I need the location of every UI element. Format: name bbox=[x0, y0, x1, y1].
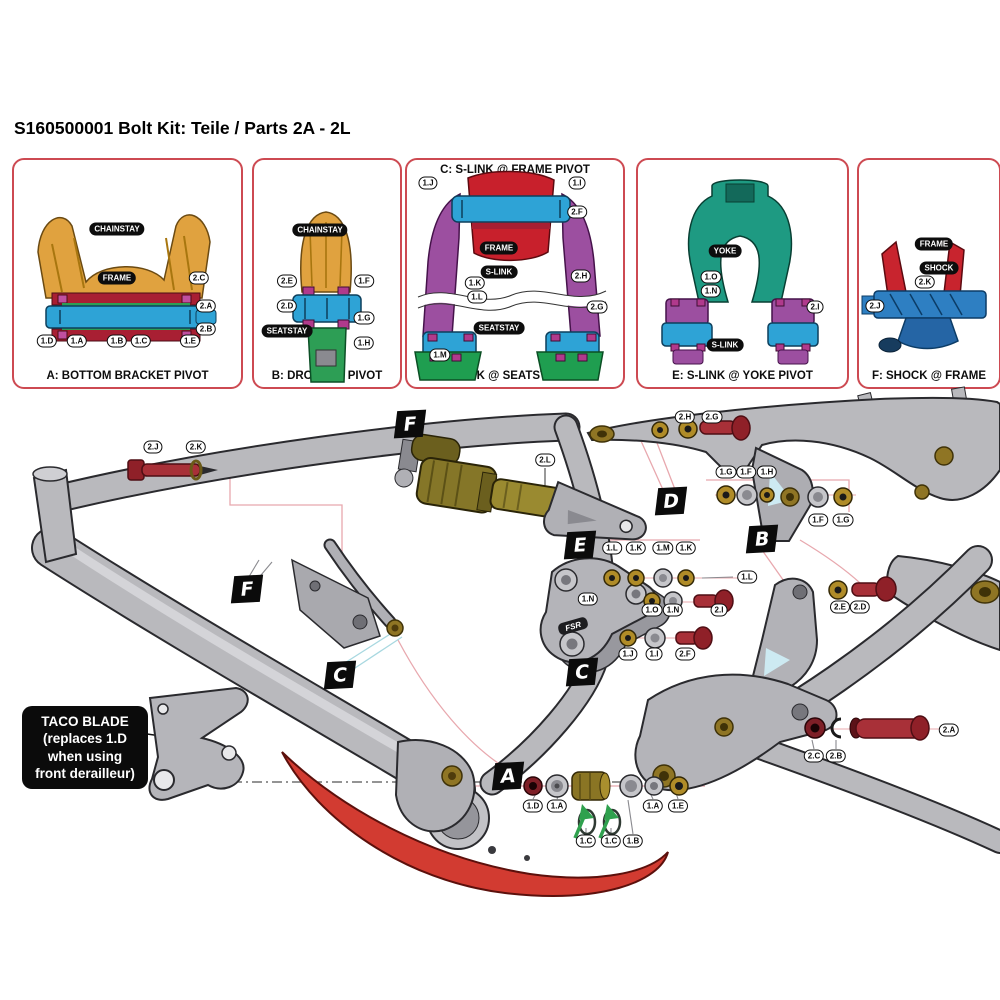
label-1-a: 1.A bbox=[66, 334, 88, 348]
callout-2-a: 2.A bbox=[938, 723, 960, 737]
callout-1-n: 1.N bbox=[577, 592, 599, 606]
label-1-b: 1.B bbox=[106, 334, 128, 348]
label-chainstay: CHAINSTAY bbox=[89, 222, 145, 236]
chainstay-rocker-assembly bbox=[634, 545, 1000, 854]
shock-bolt-hardware bbox=[127, 459, 218, 481]
callout-1-a: 1.A bbox=[546, 799, 568, 813]
label-2-b: 2.B bbox=[195, 322, 217, 336]
rear-shock bbox=[394, 433, 647, 541]
label-frame: FRAME bbox=[914, 237, 954, 251]
label-1-l: 1.L bbox=[467, 290, 487, 304]
taco-blade-note: TACO BLADE (replaces 1.D when using fron… bbox=[22, 706, 148, 790]
section-marker-e: E bbox=[563, 530, 597, 560]
callout-2-i: 2.I bbox=[710, 603, 728, 617]
fsr-logo: FSR bbox=[564, 620, 582, 633]
callout-1-e: 1.E bbox=[667, 799, 689, 813]
label-1-d: 1.D bbox=[36, 334, 58, 348]
bb-pivot-exploded-row bbox=[523, 771, 689, 839]
callout-2-f: 2.F bbox=[675, 647, 695, 661]
label-2-k: 2.K bbox=[914, 275, 936, 289]
callout-1-g: 1.G bbox=[715, 465, 737, 479]
label-frame: FRAME bbox=[97, 271, 137, 285]
section-marker-f: F bbox=[230, 574, 264, 604]
label-shock: SHOCK bbox=[919, 261, 959, 275]
label-1-i: 1.I bbox=[568, 176, 586, 190]
label-2-e: 2.E bbox=[276, 274, 298, 288]
callout-2-d: 2.D bbox=[849, 600, 871, 614]
callout-1-i: 1.I bbox=[645, 647, 663, 661]
callout-1-o: 1.O bbox=[641, 603, 663, 617]
label-1-c: 1.C bbox=[130, 334, 152, 348]
callout-1-d: 1.D bbox=[522, 799, 544, 813]
label-chainstay: CHAINSTAY bbox=[292, 223, 348, 237]
page-title: S160500001 Bolt Kit: Teile / Parts 2A - … bbox=[14, 118, 351, 138]
callout-1-a: 1.A bbox=[642, 799, 664, 813]
label-1-f: 1.F bbox=[354, 274, 374, 288]
label-2-d: 2.D bbox=[276, 299, 298, 313]
section-marker-c: C bbox=[323, 660, 357, 690]
callout-2-g: 2.G bbox=[701, 410, 723, 424]
label-yoke: YOKE bbox=[708, 244, 742, 258]
label-frame: FRAME bbox=[479, 241, 519, 255]
panel-c-caption: C: S-LINK @ FRAME PIVOT bbox=[440, 164, 590, 176]
label-seatstay: SEATSTAY bbox=[261, 324, 313, 338]
slink-frame-seatstay-illustration bbox=[414, 170, 609, 381]
panel-a-caption: A: BOTTOM BRACKET PIVOT bbox=[46, 370, 209, 382]
label-2-h: 2.H bbox=[570, 269, 592, 283]
callout-1-l: 1.L bbox=[602, 541, 622, 555]
callout-1-f: 1.F bbox=[808, 513, 828, 527]
label-1-m: 1.M bbox=[429, 348, 451, 362]
label-1-o: 1.O bbox=[700, 270, 722, 284]
callout-1-h: 1.H bbox=[756, 465, 778, 479]
label-1-n: 1.N bbox=[700, 284, 722, 298]
callout-1-k: 1.K bbox=[625, 541, 647, 555]
label-1-j: 1.J bbox=[418, 176, 438, 190]
section-marker-f: F bbox=[393, 409, 427, 439]
shock-frame-illustration bbox=[861, 240, 987, 353]
callout-1-f: 1.F bbox=[736, 465, 756, 479]
callout-1-n: 1.N bbox=[662, 603, 684, 617]
panel-e-caption: E: S-LINK @ YOKE PIVOT bbox=[672, 370, 813, 382]
callout-1-k: 1.K bbox=[675, 541, 697, 555]
callout-1-b: 1.B bbox=[622, 834, 644, 848]
callout-2-k: 2.K bbox=[185, 440, 207, 454]
label-2-i: 2.I bbox=[806, 300, 824, 314]
callout-1-j: 1.J bbox=[618, 647, 638, 661]
callout-1-c: 1.C bbox=[600, 834, 622, 848]
label-2-c: 2.C bbox=[188, 271, 210, 285]
section-marker-c: C bbox=[565, 657, 599, 687]
label-2-f: 2.F bbox=[567, 205, 587, 219]
callout-2-h: 2.H bbox=[674, 410, 696, 424]
callout-2-c: 2.C bbox=[803, 749, 825, 763]
bottom-bracket-pivot-illustration bbox=[37, 214, 217, 342]
section-marker-a: A bbox=[491, 761, 525, 791]
label-2-j: 2.J bbox=[865, 299, 885, 313]
section-marker-b: B bbox=[745, 524, 779, 554]
section-marker-d: D bbox=[654, 486, 688, 516]
label-s-link: S-LINK bbox=[480, 265, 518, 279]
label-1-e: 1.E bbox=[179, 334, 201, 348]
label-2-g: 2.G bbox=[586, 300, 608, 314]
callout-1-l: 1.L bbox=[737, 570, 757, 584]
callout-2-e: 2.E bbox=[829, 600, 851, 614]
callout-1-m: 1.M bbox=[652, 541, 674, 555]
callout-2-j: 2.J bbox=[143, 440, 163, 454]
label-seatstay: SEATSTAY bbox=[473, 321, 525, 335]
label-2-a: 2.A bbox=[195, 299, 217, 313]
label-1-g: 1.G bbox=[353, 311, 375, 325]
panel-f-caption: F: SHOCK @ FRAME bbox=[871, 370, 987, 382]
label-s-link: S-LINK bbox=[706, 338, 744, 352]
panel-slink-yoke-pivot: E: S-LINK @ YOKE PIVOT bbox=[636, 158, 849, 389]
taco-blade-part bbox=[148, 686, 249, 801]
callout-1-g: 1.G bbox=[832, 513, 854, 527]
label-1-k: 1.K bbox=[464, 276, 486, 290]
label-1-h: 1.H bbox=[353, 336, 375, 350]
callout-2-l: 2.L bbox=[535, 453, 555, 467]
callout-2-b: 2.B bbox=[825, 749, 847, 763]
callout-1-c: 1.C bbox=[575, 834, 597, 848]
